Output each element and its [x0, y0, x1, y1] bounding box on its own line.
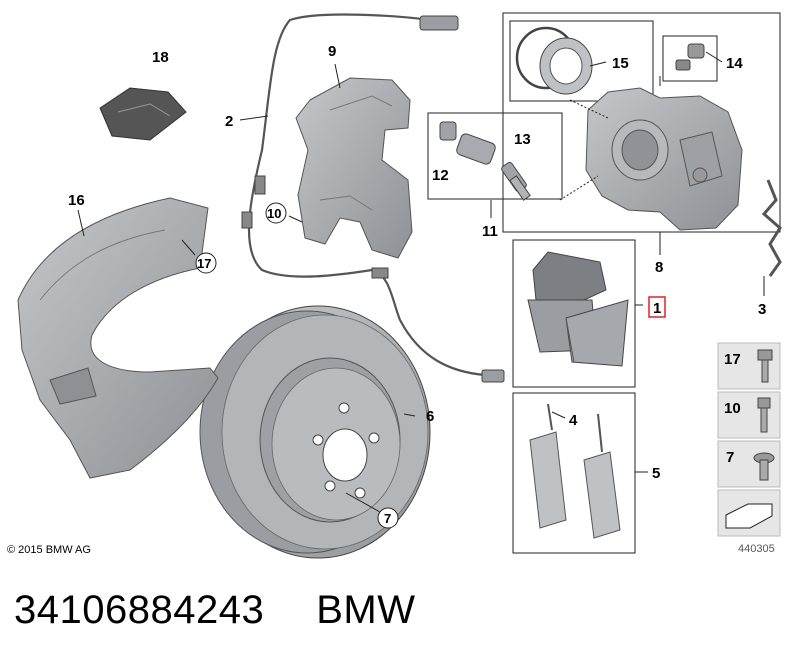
- callout-2: 2: [225, 113, 233, 130]
- inset-17: 17: [717, 342, 781, 390]
- guide-bolt: [501, 161, 531, 201]
- inset-label-17: 17: [724, 351, 741, 368]
- callout-7-circle: [377, 507, 399, 529]
- callout-17-shield: 17: [197, 256, 211, 271]
- callout-6: 6: [426, 408, 434, 425]
- callout-3: 3: [758, 301, 766, 318]
- direction-arrow-icon: [725, 503, 773, 529]
- bolt-icon: [757, 397, 771, 433]
- grease-sachet: [99, 87, 187, 141]
- anti-rattle-springs: [529, 403, 621, 539]
- callout-18: 18: [152, 49, 169, 66]
- inset-10: 10: [717, 391, 781, 439]
- callout-13: 13: [514, 131, 531, 148]
- callout-15: 15: [612, 55, 629, 72]
- guide-bushings: [439, 121, 496, 165]
- inset-7: 7: [717, 440, 781, 488]
- callout-1: 1: [653, 300, 661, 317]
- callout-9: 9: [328, 43, 336, 60]
- leader-lines: [77, 51, 765, 513]
- wear-sensor: [241, 13, 505, 383]
- callout-4: 4: [569, 412, 578, 429]
- brake-disc: [199, 305, 431, 559]
- callout-8: 8: [655, 259, 663, 276]
- inset-label-7: 7: [726, 449, 734, 466]
- flange-bolt-icon: [757, 349, 773, 383]
- retaining-clip: [761, 179, 782, 277]
- callout-16: 16: [68, 192, 85, 209]
- callout-5: 5: [652, 465, 660, 482]
- bleeder-kit-box: [662, 35, 718, 82]
- seal-kit-box: [509, 20, 654, 102]
- callout-10-circle: [265, 202, 287, 224]
- splash-shield: [17, 197, 219, 479]
- brake-caliper: [585, 87, 743, 231]
- copyright: © 2015 BMW AG: [7, 544, 91, 556]
- callout-17-circle: [195, 252, 217, 274]
- callout-14: 14: [726, 55, 743, 72]
- brake-pad-set: [527, 251, 629, 367]
- part-number: 34106884243: [14, 588, 265, 632]
- callout-1-highlight: [648, 296, 666, 318]
- diagram-ref: 440305: [738, 543, 775, 555]
- callout-10-bracket: 10: [267, 206, 281, 221]
- callout-12: 12: [432, 167, 449, 184]
- caliper-carrier: [295, 77, 413, 259]
- countersunk-screw-icon: [753, 452, 775, 481]
- caliper-group-box: [502, 12, 781, 233]
- spring-kit-box: [512, 392, 636, 554]
- bleeder-valve: [675, 43, 705, 71]
- brand: BMW: [316, 588, 416, 632]
- brake-pad-box: [512, 239, 636, 388]
- callout-7-disc: 7: [384, 511, 391, 526]
- inset-direction: [717, 489, 781, 537]
- part-number-line: 34106884243 BMW: [14, 588, 415, 633]
- guide-bolt-kit-box: [427, 112, 563, 200]
- caliper-seal-kit: [515, 26, 593, 95]
- callout-11: 11: [482, 223, 498, 240]
- inset-label-10: 10: [724, 400, 741, 417]
